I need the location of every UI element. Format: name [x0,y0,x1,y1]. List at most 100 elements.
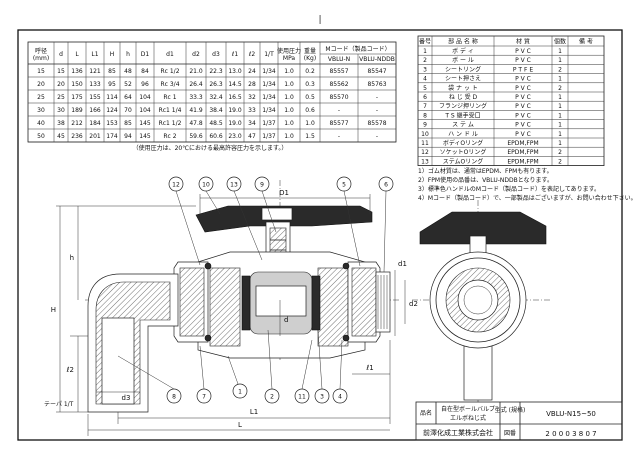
parts-table-cell: EPDM,FPM [507,149,538,156]
dim-table-cell: 201 [89,133,101,140]
balloon-2 [264,388,280,404]
dim-label-l2: ℓ2 [66,366,74,374]
note-1: 1）ゴム材質は、通常はEPDM、FPMも有ります。 [418,167,553,175]
balloon-11 [294,388,310,404]
balloon-5-label: 5 [342,182,346,189]
dim-table-cell: 52 [124,81,132,88]
dim-table-cell: 1/34 [262,81,276,88]
dim-table-cell: 1/34 [262,68,276,75]
dim-table-header-mcode-sub: VBLU-N [328,56,350,63]
dim-table-cell: 145 [139,120,151,127]
dim-table-cell: 22.3 [209,68,223,75]
parts-table-cell: 10 [421,131,429,138]
dim-table-cell: 104 [139,94,151,101]
note-3: 3）標準色ハンドルのMコード（製品コード）を表記してあります。 [418,185,600,193]
dim-table-header: 1/T [264,51,274,58]
balloon-1 [232,383,248,399]
dim-label-d: d [284,316,288,324]
parts-table-cell: 1 [558,131,562,138]
parts-table-cell: 1 [558,76,562,83]
dim-table-cell: 94 [124,133,132,140]
balloon-8-label: 8 [172,394,176,401]
dim-table-header: d2 [192,51,200,58]
title-name-line1: 自在型ボールバルブ [441,405,495,413]
title-name-label: 品名 [420,409,432,417]
parts-table-cell: 1 [558,57,562,64]
dim-table-cell: 153 [106,120,118,127]
dim-table-cell: Rc 1 [163,94,176,101]
dim-table-cell: 47 [248,133,256,140]
parts-table-cell: P V C [515,122,531,129]
dim-label-D1: D1 [279,189,289,197]
dim-table-header: 重量(Kg) [304,47,316,62]
dim-table-cell: 0.6 [305,107,315,114]
title-model-label: 型式 (規格) [495,406,526,414]
dim-table-cell: 33 [248,107,256,114]
balloon-7-label: 7 [202,394,206,401]
dim-table-cell: 1/34 [262,107,276,114]
dim-table-cell: - [376,133,378,140]
dim-table-cell: 38 [57,120,65,127]
parts-table-cell: P V C [515,112,531,119]
dim-table-cell: Rc 1/2 [160,68,179,75]
dim-table-cell: 30 [37,107,45,114]
dim-table-cell: 85578 [367,120,386,127]
balloon-1-label: 1 [238,389,242,396]
balloons: 12 10 13 9 5 6 8 7 1 2 11 3 4 [166,176,394,404]
dim-table-cell: 84 [141,68,149,75]
parts-table-cell: ハ ン ド ル [448,131,478,138]
union-nut-left-section [179,267,205,337]
parts-table-cell: 3 [423,66,427,73]
dim-table-cell: 85570 [329,94,348,101]
dim-table-cell: 85 [124,120,132,127]
dim-table-cell: Rc 2 [163,133,176,140]
balloon-13 [226,176,242,192]
dim-label-d2: d2 [409,300,418,308]
parts-table-header: 部 品 名 称 [448,38,478,46]
dim-table-cell: 34 [248,120,256,127]
balloon-2-label: 2 [270,394,274,401]
socket-oring-2 [204,334,212,342]
dim-table-header: d [59,51,63,58]
dim-table-cell: 41.9 [189,107,203,114]
parts-table-cell: T S 継手受口 [444,111,480,119]
dim-label-d3: d3 [122,394,131,402]
dim-table-cell: 48 [124,68,132,75]
parts-table-cell: フランジ押リング [439,102,487,110]
parts-table-cell: P V C [515,94,531,101]
parts-table-cell: 2 [558,85,562,92]
dim-table-cell: 1.0 [284,120,294,127]
seat-ring-right [311,275,321,331]
dim-table-cell: 1/37 [262,120,276,127]
dim-table-cell: 85557 [329,68,348,75]
parts-table-cell: 1 [558,122,562,129]
dim-table-cell: 104 [139,107,151,114]
dim-table-header: ℓ2 [248,51,255,58]
dim-table-cell: 95 [108,81,116,88]
header-mark: | [319,15,322,25]
parts-table-cell: 13 [421,158,429,165]
dimension-lines [56,194,406,436]
dim-table-cell: Rc1 1/2 [159,120,182,127]
balloon-4 [332,388,348,404]
dim-table-cell: 236 [71,133,83,140]
body-oring-1 [342,262,350,270]
dim-table-cell: 30 [57,107,65,114]
dim-table-header: h [126,51,130,58]
dim-table-cell: 45 [57,133,65,140]
dim-table-cell: 155 [89,94,101,101]
body-oring-2 [342,334,350,342]
dim-label-H: H [51,306,56,314]
parts-table-header: 個数 [554,38,566,46]
balloon-3-label: 3 [320,394,324,401]
dim-table-cell: 0.5 [305,94,315,101]
parts-table-cell: ね じ 受 D [449,93,478,101]
dim-table-cell: - [376,107,378,114]
dim-table-cell: 21.0 [189,68,203,75]
parts-table-cell: 1 [558,140,562,147]
dim-table-cell: 1.5 [305,133,315,140]
union-nut-right-section [351,267,377,337]
dim-table-cell: 96 [141,81,149,88]
